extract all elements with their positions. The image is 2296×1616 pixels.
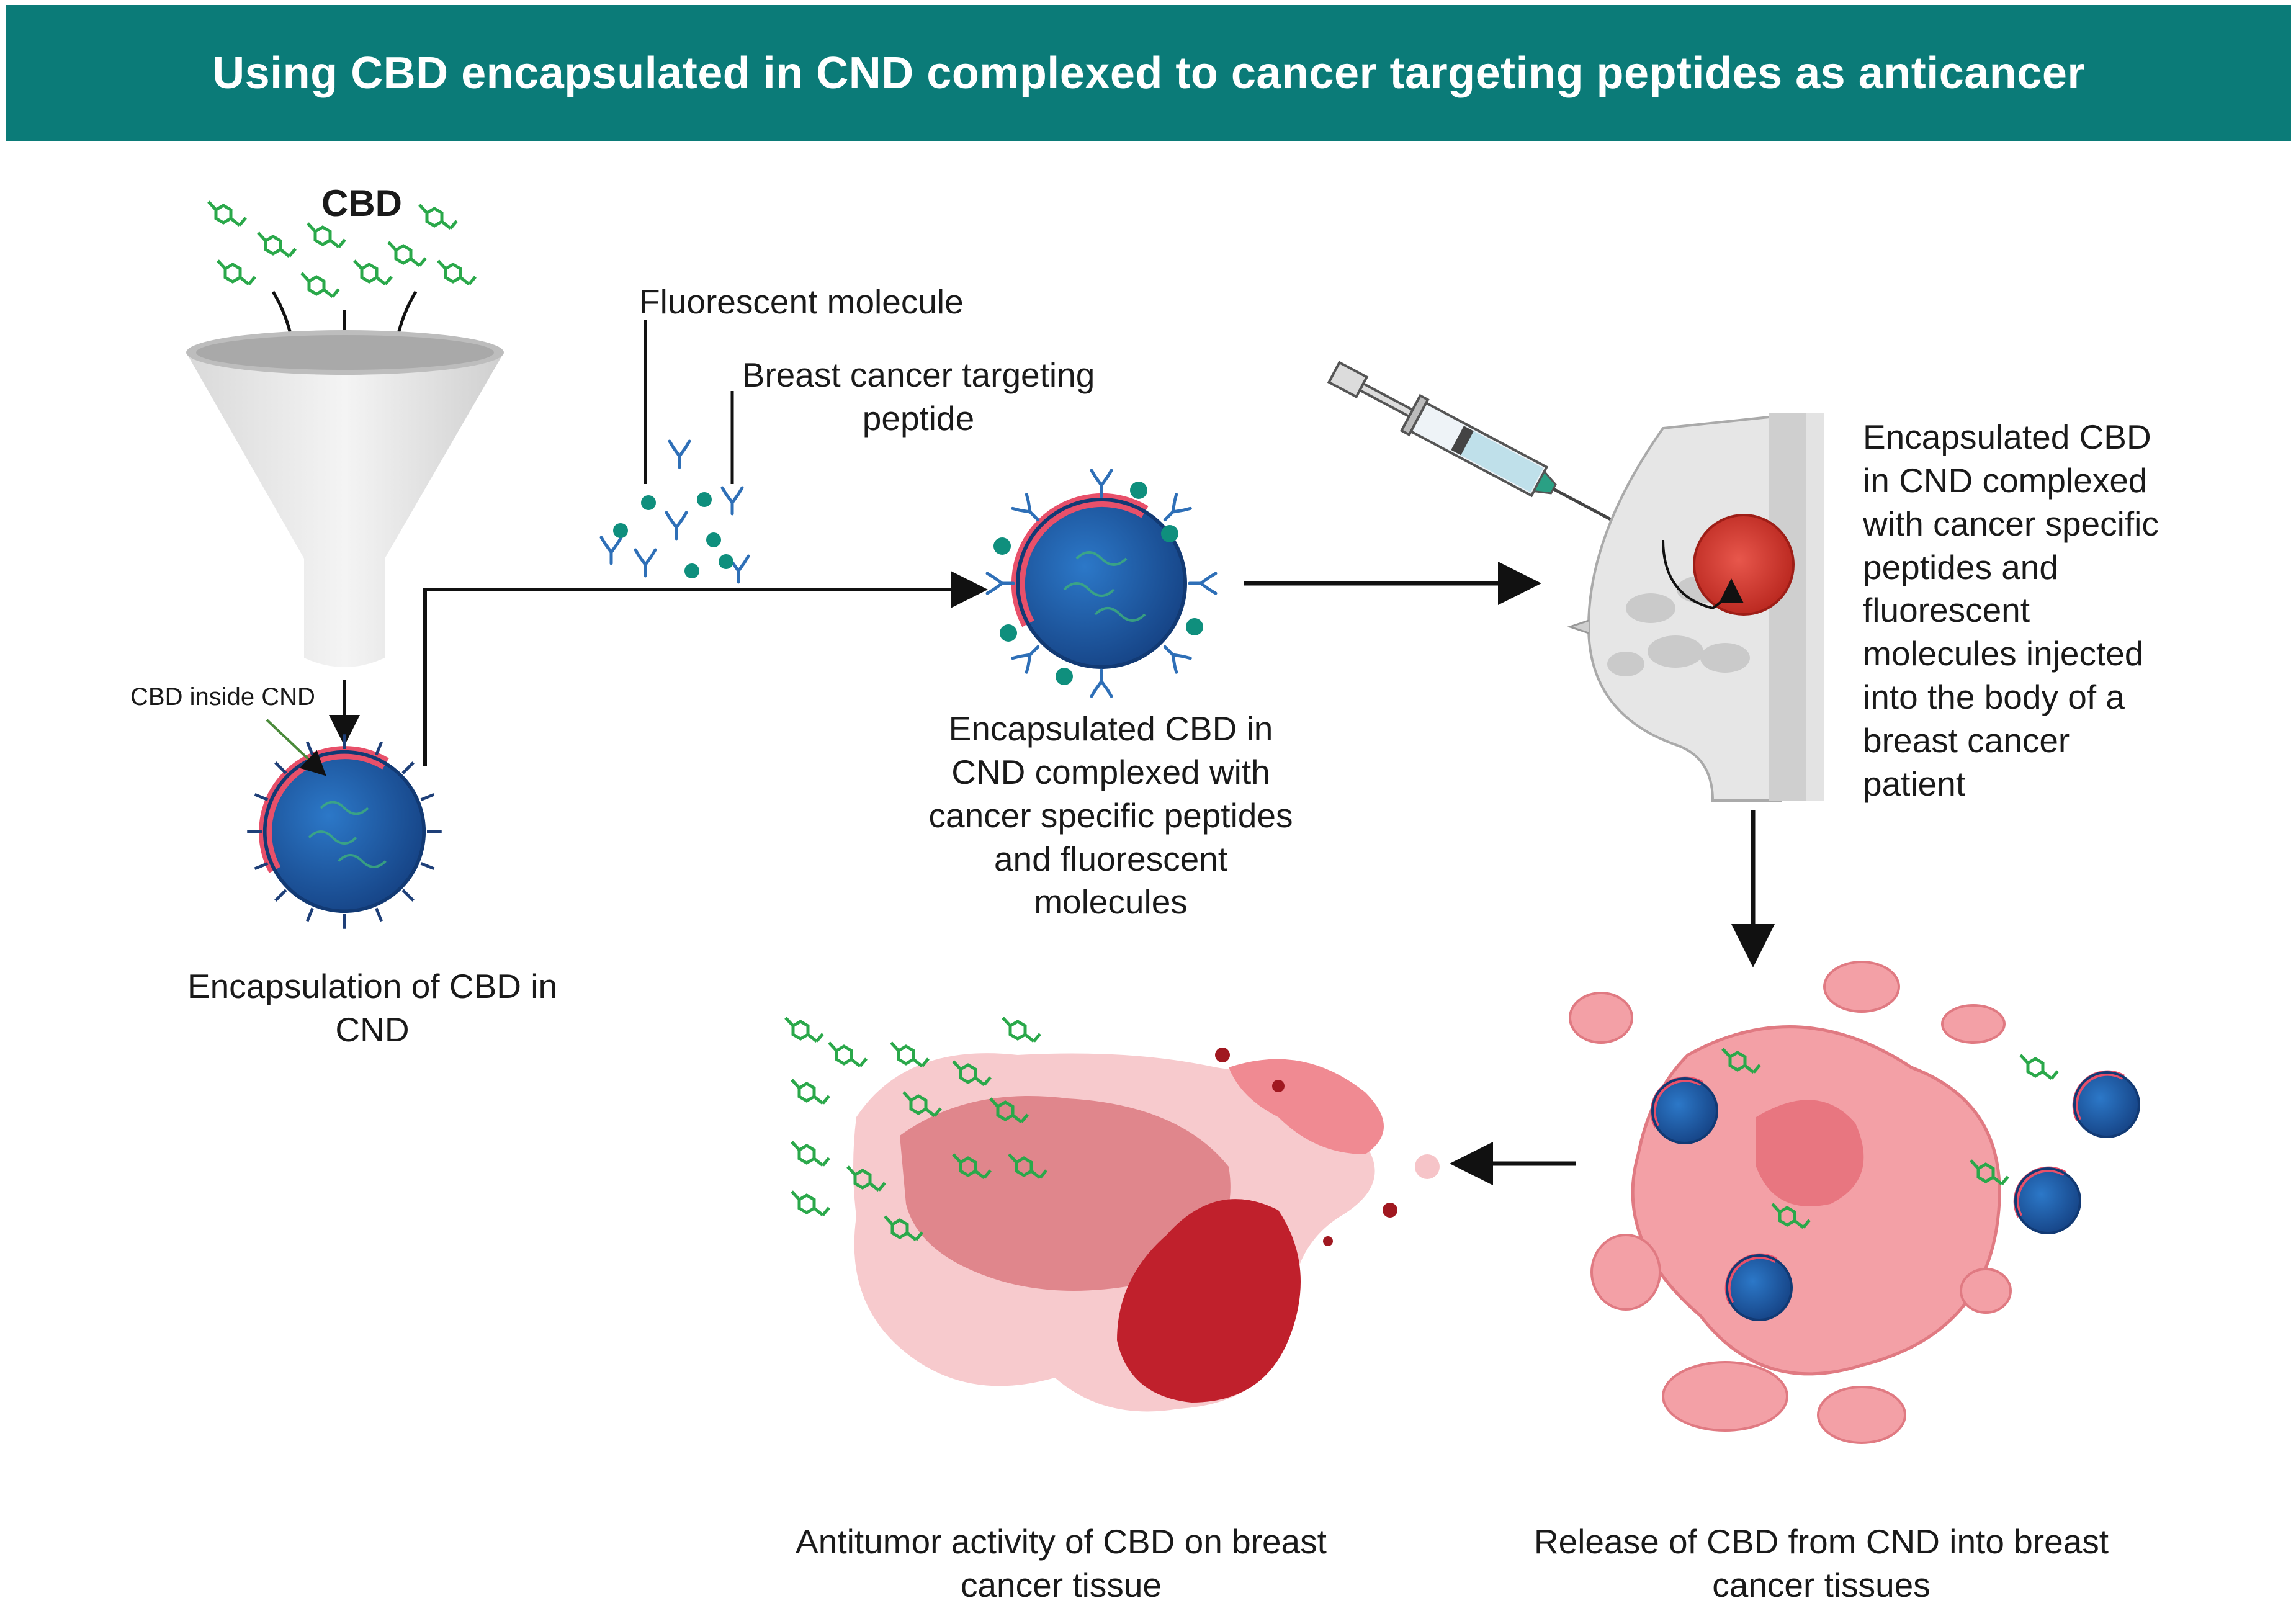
syringe-icon — [1327, 361, 1653, 543]
label-cbd: CBD — [321, 182, 402, 224]
label-complexed-nanoparticle: Encapsulated CBD in CND complexed with c… — [928, 709, 1293, 922]
header-title: Using CBD encapsulated in CND complexed … — [212, 48, 2085, 98]
funnel-icon — [186, 330, 504, 667]
tumor-tissue-release — [1569, 961, 2139, 1444]
label-antitumor: Antitumor activity of CBD on breast canc… — [796, 1522, 1327, 1604]
label-cbd-inside-cnd: CBD inside CND — [130, 683, 315, 711]
tumor-tissue-antitumor — [786, 1018, 1440, 1412]
header-banner: Using CBD encapsulated in CND complexed … — [6, 5, 2291, 141]
peptides-and-fluorescent-molecules — [601, 441, 748, 582]
label-fluorescent-molecule: Fluorescent molecule — [639, 282, 964, 321]
label-release: Release of CBD from CND into breast canc… — [1533, 1522, 2109, 1604]
breast-anatomy-icon — [1567, 413, 1824, 802]
nanoparticle-cbd-in-cnd — [247, 734, 442, 929]
nanoparticle-complexed — [987, 470, 1216, 696]
label-encapsulation: Encapsulation of CBD in CND — [187, 967, 558, 1049]
label-injected: Encapsulated CBD in CND complexed with c… — [1863, 418, 2159, 803]
label-targeting-peptide: Breast cancer targeting peptide — [742, 356, 1095, 438]
